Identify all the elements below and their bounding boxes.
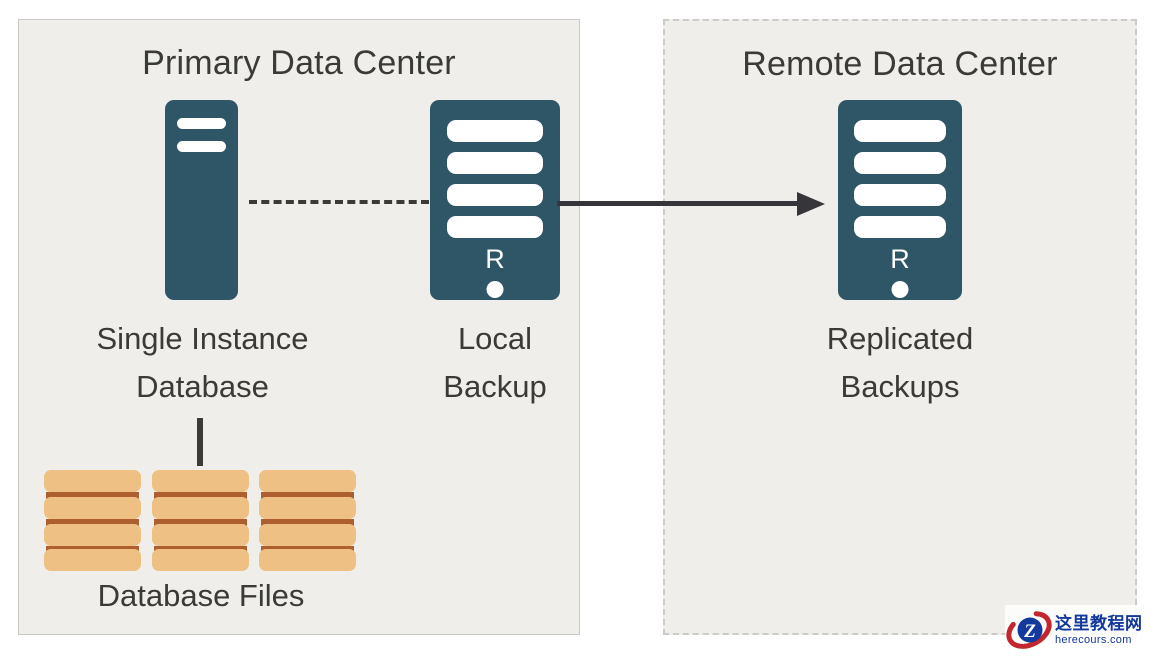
replication-badge-label: R — [485, 244, 505, 274]
disk-platter — [259, 524, 356, 546]
database-files-icon[interactable] — [44, 470, 356, 571]
replication-arrow-connector — [557, 192, 825, 216]
disk-platter — [44, 470, 141, 492]
server-bay-bar — [854, 216, 946, 238]
disk-platter — [151, 549, 249, 571]
watermark-logo-icon: Z — [1005, 607, 1053, 653]
disk-separator — [46, 519, 139, 528]
server-bay-bar — [446, 152, 544, 174]
disk-platter — [44, 497, 141, 519]
server-icon-local-backup[interactable]: R — [430, 100, 560, 300]
dashed-connector-db-to-local-backup — [249, 200, 429, 204]
disk-separator — [153, 519, 247, 528]
server-icon-replicated-backups[interactable]: R — [838, 100, 962, 300]
server-icon-single-instance-database[interactable] — [165, 100, 238, 300]
disk-platter — [44, 524, 141, 546]
disk-platter — [259, 470, 356, 492]
replication-badge-label: R — [890, 244, 910, 274]
database-file-stack — [259, 470, 356, 571]
caption-single-instance-database: Single Instance Database — [96, 321, 309, 404]
svg-text:Z: Z — [1023, 621, 1036, 642]
server-bay-bar — [854, 120, 946, 142]
caption-database-files: Database Files — [97, 578, 305, 613]
disk-platter — [151, 470, 249, 492]
database-file-stack — [151, 470, 249, 571]
watermark-text: 这里教程网 herecours.com — [1055, 615, 1143, 646]
primary-data-center-title: Primary Data Center — [142, 44, 456, 82]
server-bay-bar — [177, 141, 226, 152]
disk-separator — [261, 519, 354, 528]
database-file-stack — [44, 470, 141, 571]
server-bay-bar — [854, 184, 946, 206]
disk-separator — [261, 492, 354, 501]
disk-separator — [153, 492, 247, 501]
arrow-head-icon — [797, 192, 825, 216]
connector-db-to-database-files — [197, 418, 203, 466]
server-bay-bar — [854, 152, 946, 174]
server-bay-bar — [177, 118, 226, 129]
caption-local-backup: Local Backup — [443, 321, 547, 404]
disk-platter — [151, 497, 249, 519]
disk-platter — [151, 524, 249, 546]
caption-replicated-backups: Replicated Backups — [826, 321, 974, 404]
arrow-shaft — [557, 201, 800, 206]
disk-separator — [46, 492, 139, 501]
watermark-site-name: 这里教程网 — [1055, 613, 1143, 633]
server-bay-bar — [446, 184, 544, 206]
disk-platter — [44, 549, 141, 571]
server-bay-bar — [446, 216, 544, 238]
watermark: Z 这里教程网 herecours.com — [1005, 605, 1163, 655]
disk-platter — [259, 497, 356, 519]
watermark-site-url: herecours.com — [1055, 633, 1132, 646]
status-dot-icon — [891, 281, 909, 298]
status-dot-icon — [486, 281, 504, 298]
disk-platter — [259, 549, 356, 571]
server-bay-bar — [446, 120, 544, 142]
remote-data-center-title: Remote Data Center — [742, 45, 1058, 83]
